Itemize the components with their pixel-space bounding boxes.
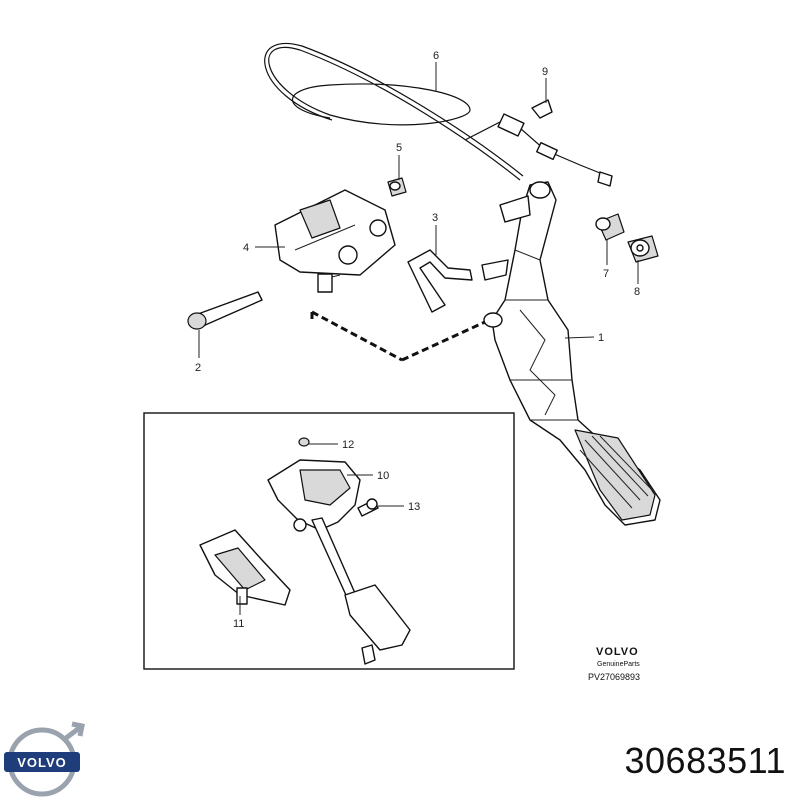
callout-13: 13 — [408, 501, 420, 513]
nut-part-5 — [387, 177, 407, 197]
callout-4: 4 — [243, 242, 249, 254]
callout-2: 2 — [195, 362, 201, 374]
bushing-part-8 — [627, 235, 659, 263]
pedal-bracket — [274, 189, 396, 293]
leader-lines — [198, 62, 639, 615]
volvo-logo: VOLVO — [4, 721, 85, 797]
accelerator-pedal-arm — [481, 181, 661, 526]
pivot-bolt-part-2 — [187, 291, 263, 330]
throttle-cable — [264, 43, 613, 187]
callout-10: 10 — [377, 470, 389, 482]
callout-6: 6 — [433, 50, 439, 62]
brand-wordmark: VOLVO — [596, 646, 639, 658]
callout-5: 5 — [396, 142, 402, 154]
clip-part-9 — [531, 99, 553, 119]
brand-tagline: GenuineParts — [597, 661, 640, 668]
diagram-code: PV27069893 — [588, 672, 640, 682]
return-spring-part-3 — [407, 249, 473, 313]
logo-wordmark: VOLVO — [17, 755, 67, 770]
callout-8: 8 — [634, 286, 640, 298]
part-number: 30683511 — [624, 740, 786, 781]
callout-12: 12 — [342, 439, 354, 451]
inset-frame — [143, 412, 515, 670]
bushing-part-7 — [595, 213, 625, 241]
callout-1: 1 — [598, 332, 604, 344]
callout-3: 3 — [432, 212, 438, 224]
pivot-dashed-line — [310, 310, 486, 362]
callout-11: 11 — [233, 618, 244, 630]
callout-9: 9 — [542, 66, 548, 78]
callout-7: 7 — [603, 268, 609, 280]
electronic-pedal-assembly — [199, 437, 411, 665]
